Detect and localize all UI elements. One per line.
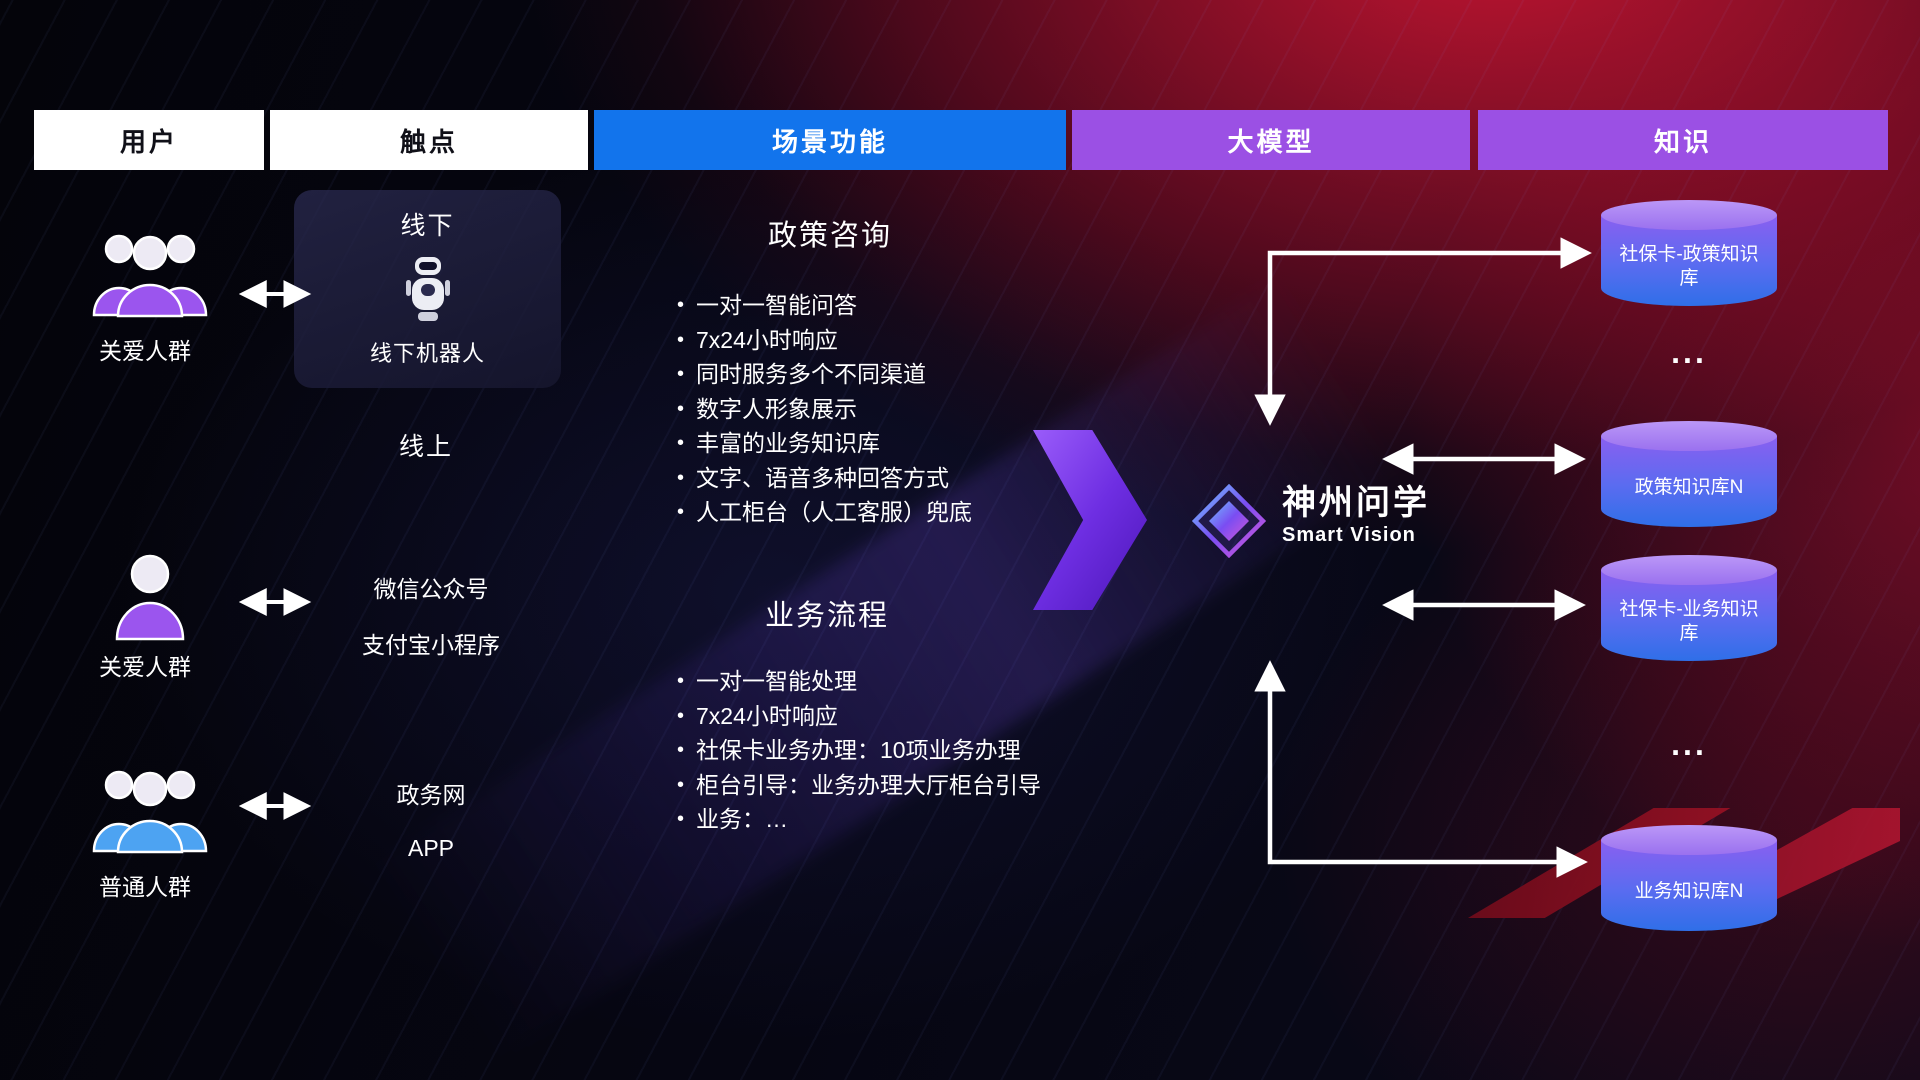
big-right-arrow-icon <box>1033 430 1147 610</box>
channel-wechat: 微信公众号 <box>373 576 489 602</box>
db-cylinder-top <box>1601 825 1777 855</box>
model-subtitle: Smart Vision <box>1282 524 1416 546</box>
scenario-policy-list: 一对一智能问答 7x24小时响应 同时服务多个不同渠道 数字人形象展示 丰富的业… <box>677 289 972 531</box>
feature-item: 丰富的业务知识库 <box>677 427 972 462</box>
feature-item: 同时服务多个不同渠道 <box>677 358 972 393</box>
diamond-logo-icon <box>1192 484 1266 558</box>
model-logo-text: 神州问学 Smart Vision <box>1282 484 1430 547</box>
channel-gov-web: 政务网 <box>396 782 466 808</box>
feature-item: 7x24小时响应 <box>677 324 972 359</box>
db-ellipsis: ... <box>1671 726 1707 762</box>
users-group-icon <box>88 222 212 323</box>
header-col-touchpoint: 触点 <box>270 110 588 170</box>
db-cylinder-policy-n: 政策知识库N <box>1601 421 1777 527</box>
db-ellipsis: ... <box>1671 334 1707 370</box>
connector-bottom-elbow-arrow <box>1254 660 1588 878</box>
db-cylinder-business-sscard: 社保卡-业务知识库 <box>1601 555 1777 661</box>
user-row-label: 普通人群 <box>99 874 191 900</box>
db-cylinder-top <box>1601 421 1777 451</box>
user-icon <box>112 548 188 647</box>
header-col-model: 大模型 <box>1072 110 1470 170</box>
db-cylinder-top <box>1601 200 1777 230</box>
users-group-icon <box>92 770 208 854</box>
db-cylinder-business-n: 业务知识库N <box>1601 825 1777 931</box>
db-cylinder-policy-sscard: 社保卡-政策知识库 <box>1601 200 1777 306</box>
header-col-user: 用户 <box>34 110 264 170</box>
db-cylinder-top <box>1601 555 1777 585</box>
user-icon <box>115 554 185 641</box>
header-col-scenario: 场景功能 <box>594 110 1066 170</box>
online-title: 线上 <box>398 433 453 461</box>
feature-item: 文字、语音多种回答方式 <box>677 462 972 497</box>
feature-item: 一对一智能处理 <box>677 665 1041 700</box>
db-label: 社保卡-政策知识库 <box>1601 215 1777 306</box>
offline-touchpoint-card: 线下 线下机器人 <box>294 190 561 388</box>
connector-top-elbow-arrow <box>1254 237 1592 426</box>
offline-caption: 线下机器人 <box>369 341 485 366</box>
db-label: 社保卡-业务知识库 <box>1601 570 1777 661</box>
db-label: 政策知识库N <box>1601 436 1777 527</box>
scenario-title-policy: 政策咨询 <box>767 220 892 252</box>
scenario-business-list: 一对一智能处理 7x24小时响应 社保卡业务办理：10项业务办理 柜台引导：业务… <box>677 665 1041 838</box>
users-group-icon <box>88 758 212 859</box>
feature-item: 业务：… <box>677 803 1041 838</box>
robot-icon <box>405 257 450 321</box>
model-logo-block: 神州问学 Smart Vision <box>1192 484 1430 558</box>
user-row-label: 关爱人群 <box>99 654 191 680</box>
feature-item: 柜台引导：业务办理大厅柜台引导 <box>677 769 1041 804</box>
model-name: 神州问学 <box>1282 484 1430 522</box>
user-row-label: 关爱人群 <box>99 338 191 364</box>
feature-item: 7x24小时响应 <box>677 700 1041 735</box>
header-col-knowledge: 知识 <box>1478 110 1888 170</box>
offline-title: 线下 <box>400 212 455 240</box>
feature-item: 人工柜台（人工客服）兜底 <box>677 496 972 531</box>
db-label: 业务知识库N <box>1601 840 1777 931</box>
scenario-title-business: 业务流程 <box>764 600 889 632</box>
channel-app: APP <box>407 835 455 861</box>
feature-item: 数字人形象展示 <box>677 393 972 428</box>
channel-alipay: 支付宝小程序 <box>362 632 500 658</box>
feature-item: 社保卡业务办理：10项业务办理 <box>677 734 1041 769</box>
users-group-icon <box>92 234 208 318</box>
feature-item: 一对一智能问答 <box>677 289 972 324</box>
